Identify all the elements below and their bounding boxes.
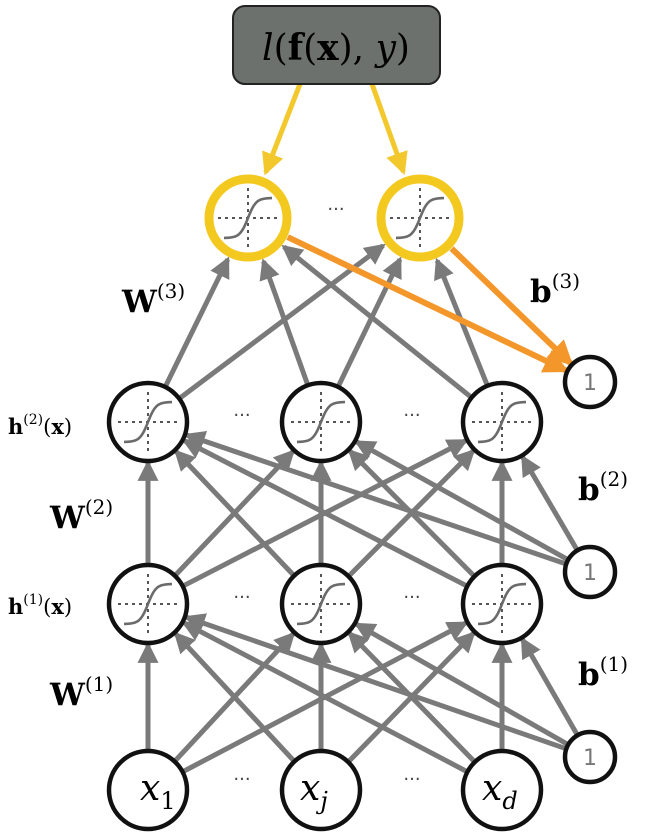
bias-label-b2: b(2)	[578, 467, 628, 508]
h1-node-2	[279, 562, 363, 646]
ellipsis-h1-left: ...	[233, 582, 250, 603]
h2-node-3	[460, 380, 544, 464]
bias-labels: b(3) b(2) b(1)	[530, 269, 628, 693]
weight-edge	[174, 449, 296, 578]
bias-edge	[183, 430, 568, 567]
sigmoid-icon	[291, 392, 351, 452]
ellipsis-h2-right: ...	[403, 400, 420, 421]
loss-box	[232, 5, 441, 85]
loss-l: l	[262, 28, 274, 69]
input-labels: x1 xj xd	[140, 768, 518, 815]
sigmoid-curve	[297, 582, 345, 626]
bias-edge	[353, 622, 570, 747]
weight-edge	[173, 631, 297, 764]
weight-label-w3: W(3)	[121, 279, 185, 320]
sigmoid-curve	[478, 400, 526, 444]
nodes-layer: 1 1 1	[106, 174, 618, 832]
sigmoid-icon	[291, 574, 351, 634]
weight-edge	[162, 256, 230, 389]
loss-gradient-edge	[262, 83, 303, 176]
h1-node-1	[106, 562, 190, 646]
loss-node: l(f(x), y)	[232, 5, 441, 85]
sigmoid-icon	[118, 574, 178, 634]
sigmoid-curve	[396, 196, 444, 240]
h1-node-3	[460, 562, 544, 646]
loss-label: l(f(x), y)	[262, 27, 410, 69]
weight-label-w2: W(2)	[49, 495, 113, 536]
sigmoid-icon	[118, 392, 178, 452]
sigmoid-icon	[472, 574, 532, 634]
weight-label-w1: W(1)	[49, 672, 113, 713]
bias-gradient-edge	[286, 234, 570, 374]
h2-node-1	[106, 380, 190, 464]
bias-one-label: 1	[583, 561, 597, 586]
bias-circle	[562, 729, 618, 785]
input-label-xd: xd	[482, 768, 518, 815]
ellipsis-input-left: ...	[233, 764, 250, 785]
bias-edge	[520, 454, 580, 552]
bias-label-b1: b(1)	[578, 652, 628, 693]
sigmoid-curve	[478, 582, 526, 626]
bias-label-b3: b(3)	[530, 269, 580, 310]
output-node-2	[376, 174, 464, 262]
bias-edge	[520, 636, 580, 737]
neuron-circle	[460, 748, 544, 832]
bias-node-2: 1	[562, 544, 618, 600]
h2-node-2	[279, 380, 363, 464]
edges-layer	[137, 83, 580, 775]
neuron-circle	[279, 748, 363, 832]
bias-circle	[562, 354, 618, 410]
weight-edge	[281, 244, 474, 400]
bias-edge	[183, 613, 568, 752]
weight-labels: W(3) W(2) W(1)	[49, 279, 185, 713]
bias-node-3: 1	[562, 354, 618, 410]
loss-gradient-edge	[369, 83, 408, 176]
bias-circle	[562, 544, 618, 600]
sigmoid-curve	[124, 400, 172, 444]
input-node-x1	[106, 748, 190, 832]
bias-one-label: 1	[583, 746, 597, 771]
sigmoid-icon	[390, 188, 450, 248]
ellipsis-h2-left: ...	[233, 400, 250, 421]
sigmoid-icon	[472, 392, 532, 452]
ellipsis-input-right: ...	[403, 764, 420, 785]
ellipsis-h1-right: ...	[403, 582, 420, 603]
sigmoid-curve	[124, 582, 172, 626]
bias-edge	[354, 439, 570, 563]
sigmoid-curve	[297, 400, 345, 444]
bias-node-1: 1	[562, 729, 618, 785]
ellipsis-output: ...	[327, 194, 344, 215]
neuron-circle	[106, 748, 190, 832]
weight-edge	[177, 243, 386, 401]
input-label-x1: x1	[140, 768, 176, 815]
bias-gradient-edge	[449, 246, 574, 366]
weight-edge	[181, 620, 469, 775]
input-node-xd	[460, 748, 544, 832]
weight-edge	[259, 258, 311, 387]
sigmoid-icon	[218, 188, 278, 248]
loss-f: f	[288, 27, 306, 69]
hidden-labels: h(2)(x) h(1)(x)	[8, 412, 72, 619]
input-label-xj: xj	[300, 768, 328, 815]
weight-edge	[335, 256, 403, 389]
bias-one-label: 1	[583, 371, 597, 396]
loss-y: y	[374, 28, 397, 69]
input-node-xj	[279, 748, 363, 832]
output-node-1	[204, 174, 292, 262]
weight-edge	[181, 438, 469, 589]
hidden-label-h1: h(1)(x)	[8, 592, 72, 619]
ellipsis-group: ... ... ... ... ... ... ...	[233, 194, 420, 785]
loss-x: x	[317, 27, 339, 69]
hidden-label-h2: h(2)(x)	[8, 412, 72, 439]
sigmoid-curve	[224, 196, 272, 240]
